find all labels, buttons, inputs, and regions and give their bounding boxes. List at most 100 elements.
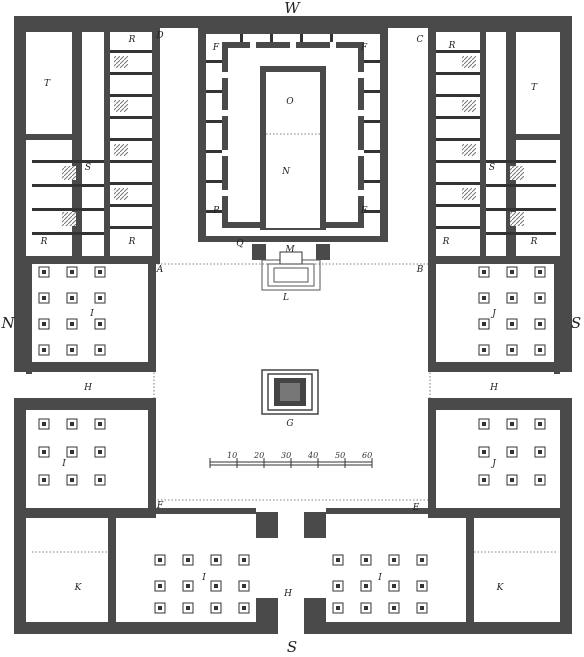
plan-label: I: [377, 573, 382, 583]
column: [506, 344, 518, 356]
column: [478, 446, 490, 458]
column: [332, 554, 344, 566]
compass-east: S: [571, 314, 581, 332]
column: [534, 292, 546, 304]
column: [416, 554, 428, 566]
plan-label: J: [490, 309, 497, 319]
plan-label: L: [282, 293, 289, 303]
column: [534, 446, 546, 458]
outer-wall: [14, 16, 572, 634]
column: [182, 580, 194, 592]
compass-south: S: [287, 638, 297, 656]
column: [416, 602, 428, 614]
column: [506, 292, 518, 304]
plan-label: E: [412, 503, 420, 513]
column: [332, 580, 344, 592]
bottom-range: [32, 508, 556, 622]
plan-label: R: [448, 41, 456, 51]
plan-label: R: [442, 237, 450, 247]
column: [478, 418, 490, 430]
right-cell-block: [428, 28, 562, 264]
plan-label: J: [490, 459, 497, 469]
column: [66, 266, 78, 278]
hall-upper-right: [428, 264, 560, 374]
central-altar: [261, 369, 319, 415]
plan-label: F: [360, 206, 368, 216]
column: [210, 602, 222, 614]
column: [66, 292, 78, 304]
scale-label: 40: [307, 451, 318, 460]
column: [66, 474, 78, 486]
plan-label: F: [156, 501, 164, 511]
column: [154, 602, 166, 614]
hall-lower-right: [428, 398, 560, 518]
scale-label: 10: [227, 451, 237, 460]
column: [94, 344, 106, 356]
column: [388, 554, 400, 566]
column: [478, 474, 490, 486]
column: [506, 474, 518, 486]
column: [478, 318, 490, 330]
plan-label: B: [416, 265, 424, 275]
column: [238, 554, 250, 566]
plan-label: T: [44, 79, 51, 89]
plan-label: M: [284, 245, 295, 255]
plan-label: I: [61, 459, 66, 469]
plan-label: P: [212, 206, 220, 216]
column: [388, 580, 400, 592]
column: [38, 418, 50, 430]
hall-lower-left: [26, 398, 156, 518]
column: [94, 446, 106, 458]
column: [506, 266, 518, 278]
column: [66, 446, 78, 458]
hall-upper-left: [26, 264, 156, 374]
plan-label: A: [156, 265, 164, 275]
plan-label: S: [85, 163, 91, 173]
plan-label: R: [530, 237, 538, 247]
column: [360, 602, 372, 614]
column: [94, 318, 106, 330]
column: [66, 418, 78, 430]
plan-label: D: [155, 31, 163, 41]
column-grid: [38, 266, 546, 614]
plan-label: Q: [236, 239, 244, 249]
compass-north: W: [284, 0, 301, 17]
plan-label: H: [83, 383, 92, 393]
column: [478, 344, 490, 356]
central-sanctuary: [198, 28, 388, 242]
left-cell-block: [26, 28, 160, 264]
plan-label: H: [489, 383, 498, 393]
plan-label: K: [74, 583, 83, 593]
plan-label: H: [283, 589, 292, 599]
plan-label: K: [496, 583, 505, 593]
plan-label: F: [360, 43, 368, 53]
plan-label: O: [286, 97, 294, 107]
plan-label: R: [128, 35, 136, 45]
plan-label: G: [286, 419, 293, 429]
column: [38, 292, 50, 304]
scale-label: 30: [281, 451, 291, 460]
column: [534, 344, 546, 356]
scale-label: 50: [335, 451, 345, 460]
column: [332, 602, 344, 614]
scale-label: 60: [362, 451, 372, 460]
column: [534, 318, 546, 330]
column: [506, 446, 518, 458]
column: [506, 318, 518, 330]
column: [38, 344, 50, 356]
column: [210, 554, 222, 566]
column: [154, 580, 166, 592]
column: [38, 266, 50, 278]
plan-label: S: [489, 163, 495, 173]
compass-west: N: [0, 314, 15, 332]
plan-label: I: [201, 573, 206, 583]
column: [94, 474, 106, 486]
column: [478, 292, 490, 304]
column: [210, 580, 222, 592]
column: [238, 602, 250, 614]
column: [154, 554, 166, 566]
column: [360, 554, 372, 566]
